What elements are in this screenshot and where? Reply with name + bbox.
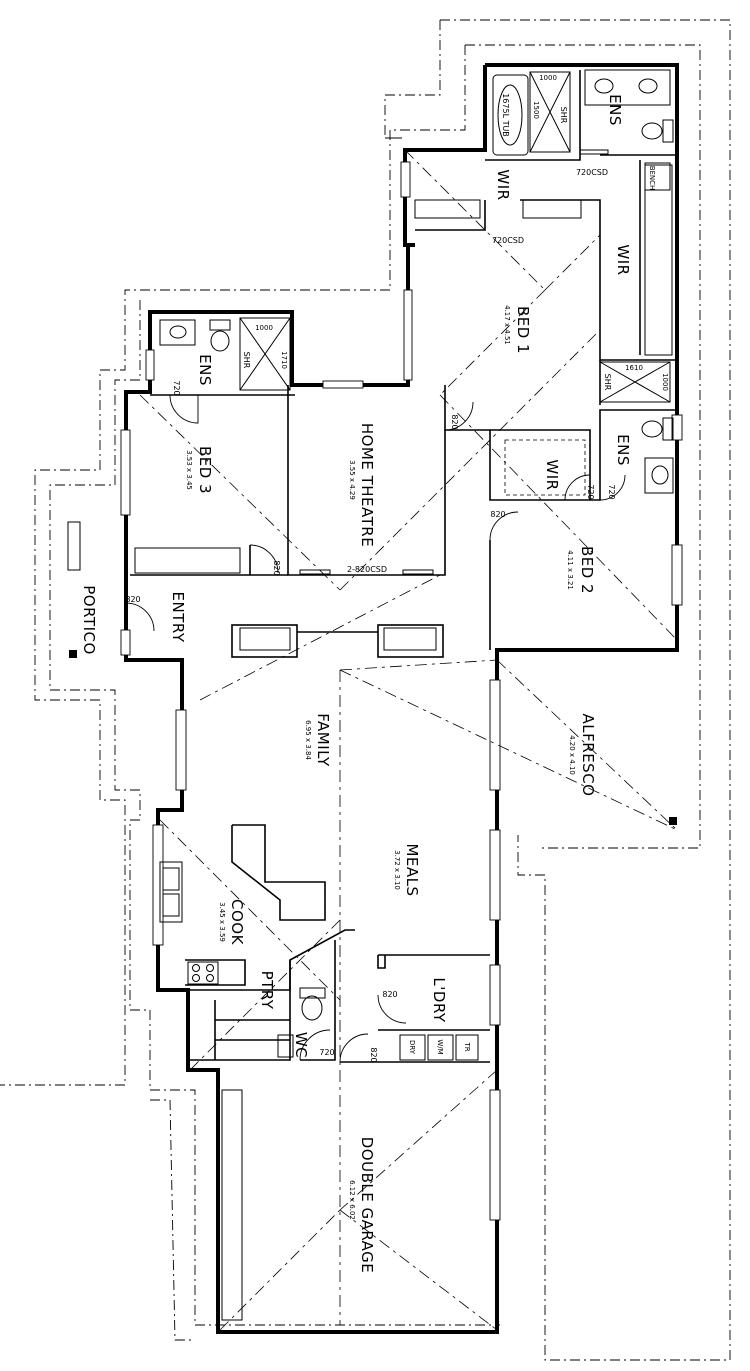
room-size-bed1: 4.17 x 4.51	[503, 305, 511, 345]
room-name-bed3: BED 3	[196, 446, 214, 494]
door-820-garage: 820	[369, 1047, 378, 1062]
dryer-label: DRY	[408, 1040, 416, 1055]
trough-label: TR	[463, 1041, 471, 1051]
room-name-home-theatre: HOME THEATRE	[358, 423, 376, 547]
outer-walls	[124, 63, 679, 1334]
fixtures	[67, 69, 677, 1061]
shower-left-h: 1710	[280, 351, 288, 369]
washer-label: W/M	[436, 1039, 444, 1054]
room-name-ens-left: ENS	[196, 354, 214, 386]
bench-label: BENCH	[648, 166, 656, 191]
room-name-family: FAMILY	[314, 713, 332, 767]
door-820-bed3: 820	[272, 560, 281, 575]
room-size-bed3: 3.53 x 3.45	[185, 450, 193, 490]
room-name-wir-a: WIR	[494, 169, 512, 200]
door-820-ldry: 820	[382, 990, 397, 999]
door-820-theatre: 820	[450, 414, 459, 429]
roof-outline	[0, 19, 731, 1361]
tub-width: 1000	[539, 74, 557, 82]
room-labels: ENS WIR WIR BED 1 4.17 x 4.51 ENS WIR BE…	[80, 94, 632, 1273]
interior-walls	[130, 70, 677, 1321]
shower-label-left: SHR	[242, 352, 251, 369]
door-820-portico: 820	[125, 595, 140, 604]
room-size-alfresco: 4.20 x 4.10	[568, 735, 576, 775]
door-720csd-ens: 720CSD	[576, 168, 608, 177]
room-name-entry: ENTRY	[169, 592, 187, 643]
room-name-garage: DOUBLE GARAGE	[358, 1137, 376, 1274]
room-size-family: 6.95 x 3.84	[304, 720, 312, 760]
room-name-cook: COOK	[228, 899, 246, 946]
door-720csd-wir: 720CSD	[492, 236, 524, 245]
door-720-ens-left: 720	[172, 380, 181, 395]
room-name-ptry: PTRY	[258, 971, 276, 1010]
room-size-bed2: 4.11 x 3.21	[566, 550, 574, 590]
door-2-820csd: 2-820CSD	[347, 565, 387, 574]
shower-right-w: 1610	[625, 364, 643, 372]
room-size-garage: 6.12 x 6.02	[348, 1180, 356, 1220]
hip-lines	[139, 149, 678, 1331]
room-name-ens-top: ENS	[606, 94, 624, 126]
room-name-ens-right: ENS	[614, 434, 632, 466]
door-720-ens: 720	[607, 484, 616, 499]
shower-left-w: 1000	[255, 324, 273, 332]
door-720-wir: 720	[586, 484, 595, 499]
room-name-wir-c: WIR	[543, 459, 561, 490]
room-name-bed1: BED 1	[514, 306, 532, 354]
door-820-bed2: 820	[490, 510, 505, 519]
room-name-bed2: BED 2	[578, 546, 596, 594]
shower-top	[529, 71, 571, 153]
shower-label-top: SHR	[559, 107, 568, 124]
shower-label-right: SHR	[603, 374, 612, 391]
windows	[120, 161, 683, 1221]
room-name-wc: WC	[292, 1032, 310, 1058]
shower-right	[599, 361, 671, 403]
doors	[125, 149, 626, 1063]
shower-left	[239, 317, 291, 391]
shower-dim-top: 1500	[532, 101, 540, 119]
room-size-meals: 3.72 x 3.10	[393, 850, 401, 890]
door-720-wc: 720	[319, 1048, 334, 1057]
room-name-ldry: L'DRY	[430, 977, 448, 1022]
annotations: 1675L TUB 1000 1500 SHR 720CSD 720CSD BE…	[125, 74, 669, 1063]
room-size-cook: 3.45 x 3.59	[218, 902, 226, 942]
tub-label: 1675L TUB	[501, 93, 510, 137]
bathtub	[492, 74, 529, 156]
room-name-wir-b: WIR	[614, 244, 632, 275]
room-name-meals: MEALS	[403, 843, 421, 896]
shower-right-h: 1000	[661, 373, 669, 391]
room-name-portico: PORTICO	[80, 585, 98, 655]
room-size-home-theatre: 3.55 x 4.29	[348, 460, 356, 500]
room-name-alfresco: ALFRESCO	[579, 714, 597, 797]
